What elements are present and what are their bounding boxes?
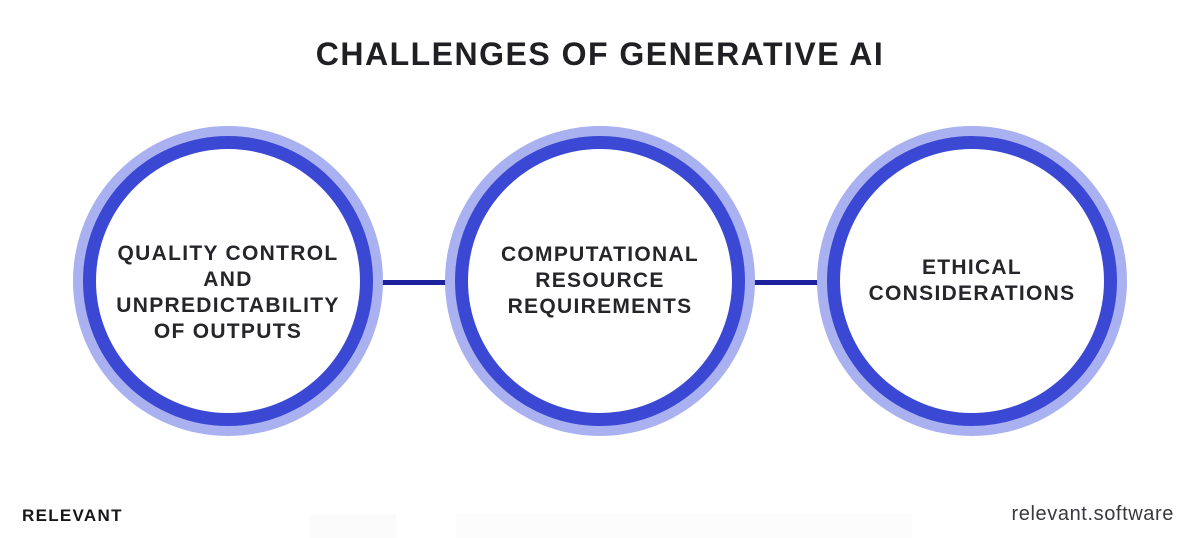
bottom-edge-artifact	[310, 514, 396, 538]
node-text-line: QUALITY CONTROL	[117, 242, 339, 265]
node-ethical-considerations: ETHICAL CONSIDERATIONS	[827, 136, 1117, 426]
node-computational-resources-label: COMPUTATIONAL RESOURCE REQUIREMENTS	[501, 242, 699, 320]
node-text-line: RESOURCE	[535, 269, 665, 292]
node-text-line: ETHICAL	[921, 256, 1023, 279]
connector-line-2	[732, 280, 838, 285]
website-url: relevant.software	[1011, 503, 1174, 525]
node-quality-control: QUALITY CONTROL AND UNPREDICTABILITY OF …	[83, 136, 373, 426]
connector-line-1	[362, 280, 468, 285]
node-ethical-considerations-label: ETHICAL CONSIDERATIONS	[869, 255, 1076, 307]
node-quality-control-label: QUALITY CONTROL AND UNPREDICTABILITY OF …	[116, 241, 339, 345]
brand-logo: RELEVANT	[22, 506, 123, 525]
bottom-edge-artifact	[456, 514, 912, 538]
node-computational-resources: COMPUTATIONAL RESOURCE REQUIREMENTS	[455, 136, 745, 426]
diagram-title: CHALLENGES OF GENERATIVE AI	[315, 36, 885, 72]
node-text-line: CONSIDERATIONS	[868, 282, 1076, 305]
node-text-line: COMPUTATIONAL	[500, 243, 700, 266]
node-text-line: UNPREDICTABILITY	[116, 294, 340, 317]
node-text-line: REQUIREMENTS	[507, 295, 693, 318]
node-text-line: OF OUTPUTS	[153, 320, 303, 343]
node-text-line: AND	[203, 268, 253, 291]
